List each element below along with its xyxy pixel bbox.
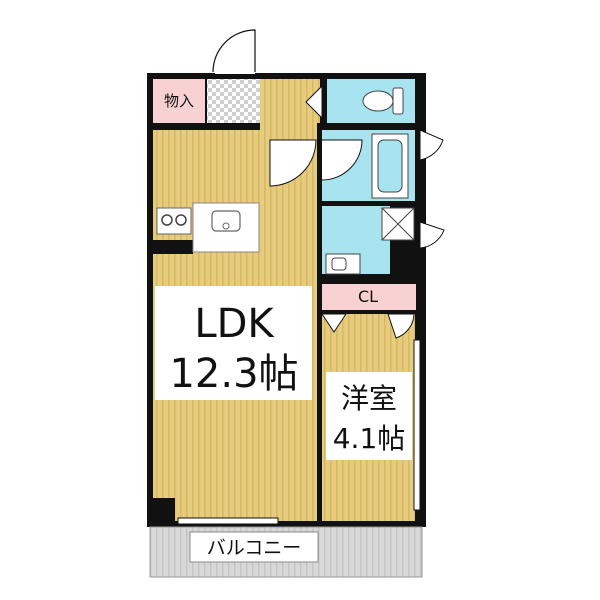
wall-top-ldk: [153, 123, 260, 130]
balcony-label-box: [189, 531, 319, 563]
closet-area: [320, 284, 416, 310]
kitchen-wall: [153, 240, 193, 254]
storage-label: 物入: [164, 92, 194, 110]
entrance-door[interactable]: [212, 29, 256, 73]
washbasin-icon: [325, 253, 361, 275]
closet-door[interactable]: [387, 313, 415, 339]
stove-icon: [156, 207, 192, 235]
western-label-box: [326, 372, 412, 460]
wash-window: [419, 221, 445, 249]
storage-area: [153, 79, 205, 123]
wall-storage: [205, 79, 207, 123]
hall-floor: [260, 79, 320, 139]
western-size: 4.1帖: [333, 422, 406, 455]
ldk-name: LDK: [194, 301, 275, 347]
ldk-door[interactable]: [269, 139, 317, 187]
wall-bath-bottom: [322, 201, 416, 205]
wall-wash-bottom: [322, 276, 416, 282]
bath-window: [419, 129, 444, 161]
wall-column: [390, 250, 416, 280]
western-name: 洋室: [341, 382, 397, 415]
toilet-door[interactable]: [305, 84, 323, 120]
washing-machine-space-icon: [381, 207, 415, 241]
bath-door[interactable]: [321, 139, 363, 181]
toilet-icon: [362, 87, 404, 115]
corner-column: [153, 498, 175, 521]
wall-divider: [317, 123, 322, 521]
wall-bath-top: [320, 123, 420, 128]
entrance-floor: [206, 79, 260, 123]
closet-label: CL: [358, 287, 378, 306]
ldk-window: [177, 517, 279, 525]
kitchen-sink-icon: [211, 210, 241, 232]
ldk-label-box: [155, 286, 312, 400]
wall-closet-bottom: [320, 310, 416, 314]
balcony-label: バルコニー: [207, 537, 302, 559]
bathtub-icon: [371, 133, 409, 199]
western-window: [413, 339, 421, 511]
ldk-size: 12.3帖: [169, 351, 298, 397]
western-door[interactable]: [321, 313, 347, 333]
